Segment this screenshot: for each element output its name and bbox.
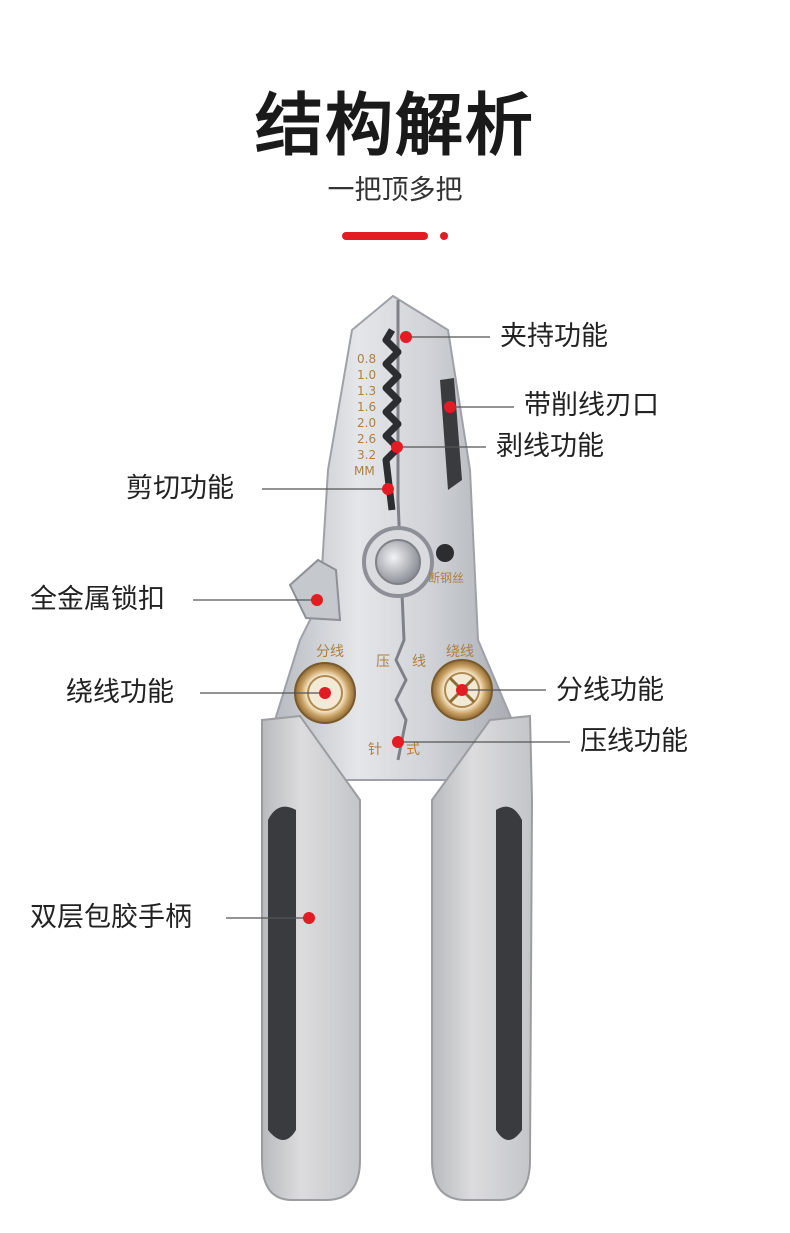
label-handle: 双层包胶手柄 — [30, 902, 192, 933]
wind-text: 绕线 — [446, 644, 474, 660]
left-handle — [261, 714, 361, 1201]
crimp-line-text: 线 — [412, 654, 426, 670]
gauge-0-8: 0.8 — [357, 352, 376, 366]
split-dot — [456, 684, 468, 696]
crimp-press-text: 压 — [376, 654, 390, 670]
wind-dot — [319, 687, 331, 699]
strip-dot — [391, 441, 403, 453]
page-subtitle: 一把顶多把 — [327, 175, 463, 206]
gauge-3-2: 3.2 — [357, 448, 376, 462]
label-wind: 绕线功能 — [66, 677, 174, 708]
label-cut: 剪切功能 — [126, 473, 234, 504]
leader-lines — [193, 336, 570, 919]
label-blade: 带削线刃口 — [524, 390, 659, 421]
style-text: 式 — [406, 742, 420, 758]
accent-dot — [440, 232, 448, 240]
crimp-dot — [392, 736, 404, 748]
gauge-1-3: 1.3 — [357, 384, 376, 398]
plier-head — [273, 294, 514, 789]
gauge-scale: 0.8 1.0 1.3 1.6 2.0 2.6 3.2 MM — [354, 352, 376, 478]
label-clamp: 夹持功能 — [500, 321, 608, 352]
clamp-dot — [400, 331, 412, 343]
handle-dot — [303, 912, 315, 924]
label-crimp: 压线功能 — [580, 726, 688, 757]
gauge-unit: MM — [354, 464, 375, 478]
lock-dot — [311, 594, 323, 606]
label-strip: 剥线功能 — [496, 431, 604, 462]
pin-text: 针 — [368, 742, 382, 758]
page-title: 结构解析 — [254, 87, 535, 166]
gauge-2-0: 2.0 — [357, 416, 376, 430]
split-text: 分线 — [316, 644, 344, 660]
blade-dot — [444, 401, 456, 413]
gauge-2-6: 2.6 — [357, 432, 376, 446]
right-handle — [431, 714, 534, 1201]
gauge-1-6: 1.6 — [357, 400, 376, 414]
cut-dot — [382, 483, 394, 495]
wire-break-text: 断钢丝 — [428, 570, 464, 585]
label-split: 分线功能 — [556, 675, 664, 706]
callout-dots — [303, 331, 468, 924]
gauge-1-0: 1.0 — [357, 368, 376, 382]
label-lock: 全金属锁扣 — [30, 584, 165, 615]
accent-bar — [342, 232, 428, 240]
